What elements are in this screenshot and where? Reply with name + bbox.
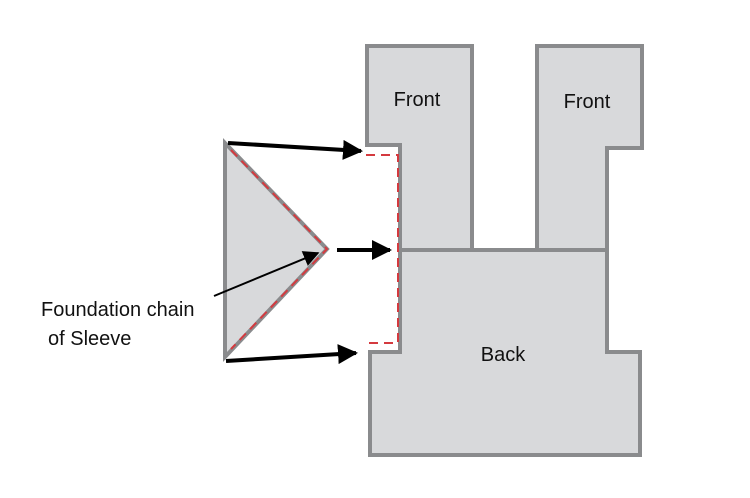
front-right-panel [535,44,644,252]
sleeve-label-line1: Foundation chain [41,299,194,321]
front-right-label: Front [564,91,611,113]
front-left-label: Front [394,89,441,111]
back-label: Back [481,344,526,366]
sleeve-seam-dash [230,149,329,350]
sleeve-panel [223,138,330,363]
sleeve-label-line2: of Sleeve [48,328,131,350]
armhole-seam-dash [366,154,399,344]
sleeve-label-pointer [213,251,320,297]
back-panel [368,248,642,457]
arrow-top [227,139,363,160]
front-left-panel [365,44,474,252]
arrow-bottom [225,344,358,365]
